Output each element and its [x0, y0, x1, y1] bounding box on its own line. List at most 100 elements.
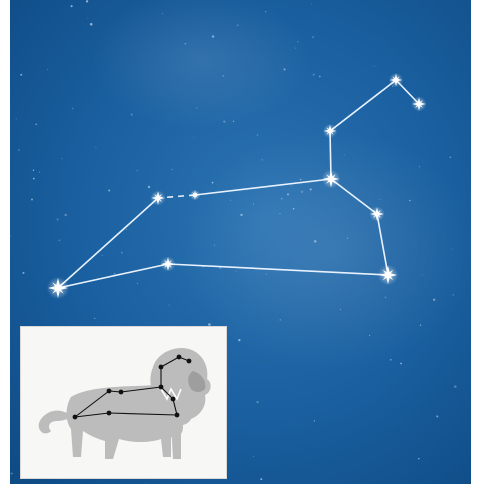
background-star	[300, 179, 301, 180]
background-star	[253, 203, 254, 204]
background-star	[284, 68, 286, 70]
background-star	[314, 240, 316, 242]
background-star	[344, 154, 345, 155]
star-s7	[389, 73, 403, 87]
inset-star	[175, 413, 180, 418]
lion-body	[39, 348, 211, 459]
background-star	[184, 43, 186, 45]
background-star	[72, 108, 74, 110]
inset-star	[159, 385, 164, 390]
background-star	[18, 149, 20, 151]
background-star	[293, 208, 295, 210]
background-star	[193, 137, 194, 138]
background-star	[265, 11, 266, 12]
inset-star	[159, 365, 164, 370]
background-star	[90, 23, 93, 26]
background-star	[279, 319, 281, 321]
background-star	[287, 193, 289, 195]
background-star	[380, 199, 381, 200]
background-star	[121, 252, 123, 254]
background-star	[312, 36, 314, 38]
background-star	[256, 401, 258, 403]
background-star	[145, 483, 146, 484]
inset-star	[107, 411, 112, 416]
background-star	[11, 473, 13, 475]
star-s5	[322, 170, 341, 189]
inset-star	[107, 389, 112, 394]
background-star	[314, 420, 315, 421]
star-s9	[190, 190, 201, 201]
background-star	[196, 107, 198, 109]
star-s2	[160, 256, 175, 271]
background-star	[369, 335, 370, 336]
background-star	[340, 309, 341, 310]
background-star	[223, 121, 225, 123]
background-star	[35, 123, 37, 125]
background-star	[390, 359, 392, 361]
background-star	[453, 294, 454, 295]
background-star	[222, 75, 224, 77]
background-star	[137, 283, 138, 284]
background-star	[94, 318, 95, 319]
background-star	[301, 191, 303, 193]
inset-star	[119, 390, 124, 395]
background-star	[238, 339, 240, 341]
background-star	[310, 188, 312, 190]
background-star	[126, 229, 127, 230]
background-star	[20, 74, 22, 76]
background-star	[33, 178, 35, 180]
background-star	[61, 158, 62, 159]
background-star	[64, 214, 67, 217]
background-star	[422, 275, 423, 276]
background-star	[420, 324, 421, 325]
background-star	[311, 3, 312, 4]
background-star	[131, 114, 133, 116]
background-star	[57, 218, 59, 220]
background-star	[87, 18, 88, 19]
background-star	[102, 255, 103, 256]
background-star	[454, 385, 456, 387]
inset-star	[171, 397, 176, 402]
background-star	[409, 200, 411, 202]
star-s1	[47, 277, 70, 300]
background-star	[22, 272, 24, 274]
background-star	[385, 296, 387, 298]
inset-star	[73, 415, 78, 420]
background-star	[262, 159, 263, 160]
background-star	[297, 41, 299, 43]
background-star	[214, 245, 215, 246]
background-star	[95, 147, 96, 148]
background-star	[400, 363, 402, 365]
background-star	[162, 13, 163, 14]
background-star	[71, 5, 73, 7]
background-star	[16, 118, 17, 119]
star-s4	[369, 206, 384, 221]
background-star	[436, 415, 438, 417]
background-star	[233, 121, 235, 123]
lion-inset-diagram	[20, 326, 227, 479]
inset-star	[187, 359, 192, 364]
background-star	[450, 157, 452, 159]
background-star	[266, 274, 267, 275]
background-star	[433, 299, 435, 301]
lion-front-leg	[171, 423, 181, 459]
background-star	[281, 198, 282, 199]
background-star	[319, 76, 321, 78]
background-star	[260, 478, 262, 480]
background-star	[257, 134, 258, 135]
star-s3	[378, 265, 399, 286]
background-star	[212, 182, 214, 184]
background-star	[47, 69, 48, 70]
background-star	[253, 456, 254, 457]
background-star	[236, 271, 237, 272]
background-star	[172, 169, 173, 170]
background-star	[59, 240, 61, 242]
background-star	[291, 186, 292, 187]
background-star	[237, 25, 238, 26]
background-star	[240, 214, 242, 216]
background-star	[374, 66, 375, 67]
background-star	[452, 249, 453, 250]
background-star	[295, 48, 296, 49]
background-star	[86, 0, 88, 2]
background-star	[31, 198, 33, 200]
